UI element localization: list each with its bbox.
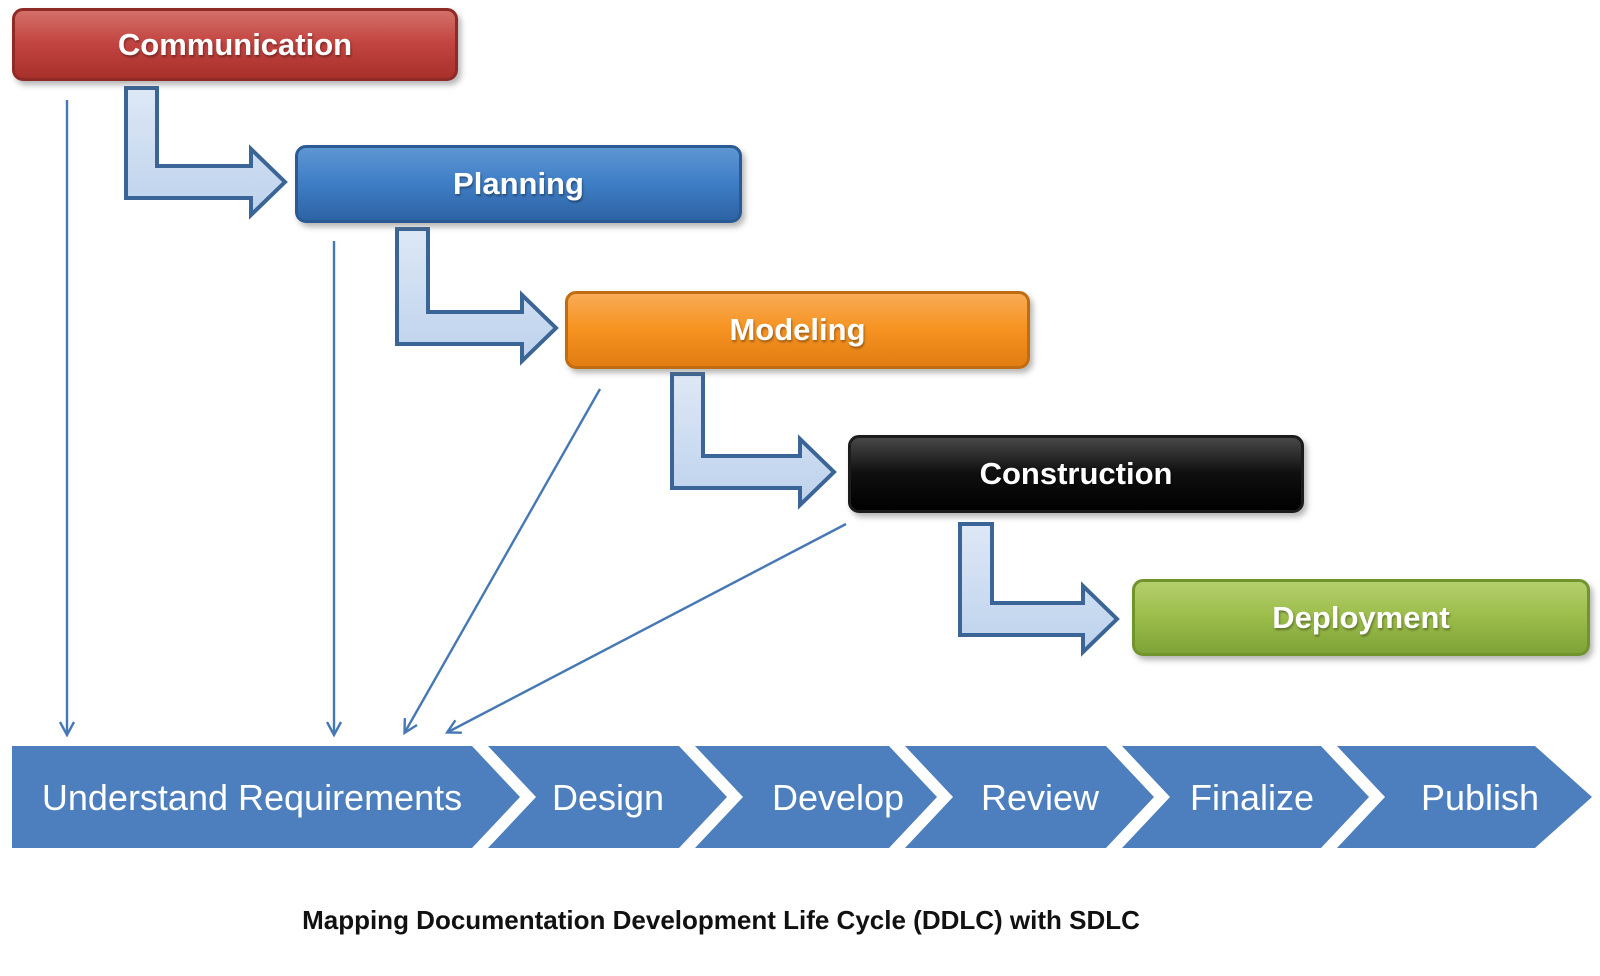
elbow-arrow-construction-to-deployment (958, 522, 1120, 657)
process-step-develop (695, 746, 937, 848)
process-step-publish (1337, 746, 1592, 848)
stage-label-deployment: Deployment (1272, 599, 1450, 635)
process-step-label-design: Design (551, 777, 665, 818)
connector-construction-to-requirements (444, 522, 847, 734)
process-step-label-understand-requirements: Understand Requirements (41, 777, 463, 818)
process-step-design (488, 746, 727, 848)
stage-label-modeling: Modeling (729, 312, 866, 347)
process-step-finalize (1122, 746, 1369, 848)
elbow-arrow-communication-to-planning (124, 86, 288, 220)
stage-label-construction: Construction (979, 456, 1173, 491)
stage-box-planning: Planning (295, 145, 742, 223)
process-step-label-review: Review (980, 777, 1100, 818)
process-step-understand-requirements (12, 746, 520, 848)
stage-box-construction: Construction (848, 435, 1304, 513)
process-step-label-publish: Publish (1420, 777, 1540, 818)
connector-modeling-to-requirements (403, 388, 602, 736)
stage-box-communication: Communication (12, 8, 458, 81)
elbow-arrow-modeling-to-construction (670, 372, 837, 510)
diagram-caption: Mapping Documentation Development Life C… (302, 905, 1140, 935)
stage-label-communication: Communication (117, 26, 353, 62)
process-step-label-finalize: Finalize (1189, 777, 1315, 818)
process-step-label-develop: Develop (771, 777, 905, 818)
process-step-review (905, 746, 1154, 848)
stage-box-deployment: Deployment (1132, 579, 1590, 656)
stage-label-planning: Planning (453, 166, 584, 201)
elbow-arrow-planning-to-modeling (395, 227, 559, 366)
stage-box-modeling: Modeling (565, 291, 1030, 369)
